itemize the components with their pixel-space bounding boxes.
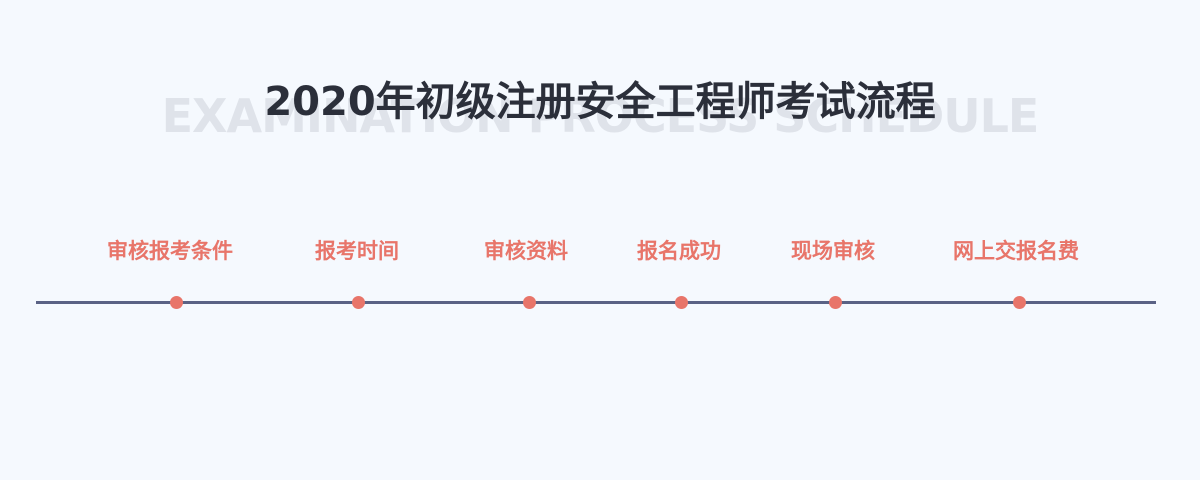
page-title: 2020年初级注册安全工程师考试流程 — [264, 79, 936, 125]
step-label-4: 报名成功 — [637, 239, 721, 263]
step-dot-5 — [828, 296, 842, 309]
step-dot-1 — [169, 296, 183, 309]
step-label-2: 报考时间 — [315, 239, 399, 263]
step-label-3: 审核资料 — [484, 239, 568, 263]
step-dot-2 — [351, 296, 365, 309]
step-label-1: 审核报考条件 — [107, 239, 233, 263]
step-label-5: 现场审核 — [791, 239, 875, 263]
step-dot-3 — [522, 296, 536, 309]
step-dot-4 — [674, 296, 688, 309]
timeline-line — [36, 301, 1156, 304]
watermark-title: EXAMINATION PROCESS SCHEDULE — [161, 89, 1040, 143]
step-dot-6 — [1012, 296, 1026, 309]
step-label-6: 网上交报名费 — [953, 239, 1079, 263]
